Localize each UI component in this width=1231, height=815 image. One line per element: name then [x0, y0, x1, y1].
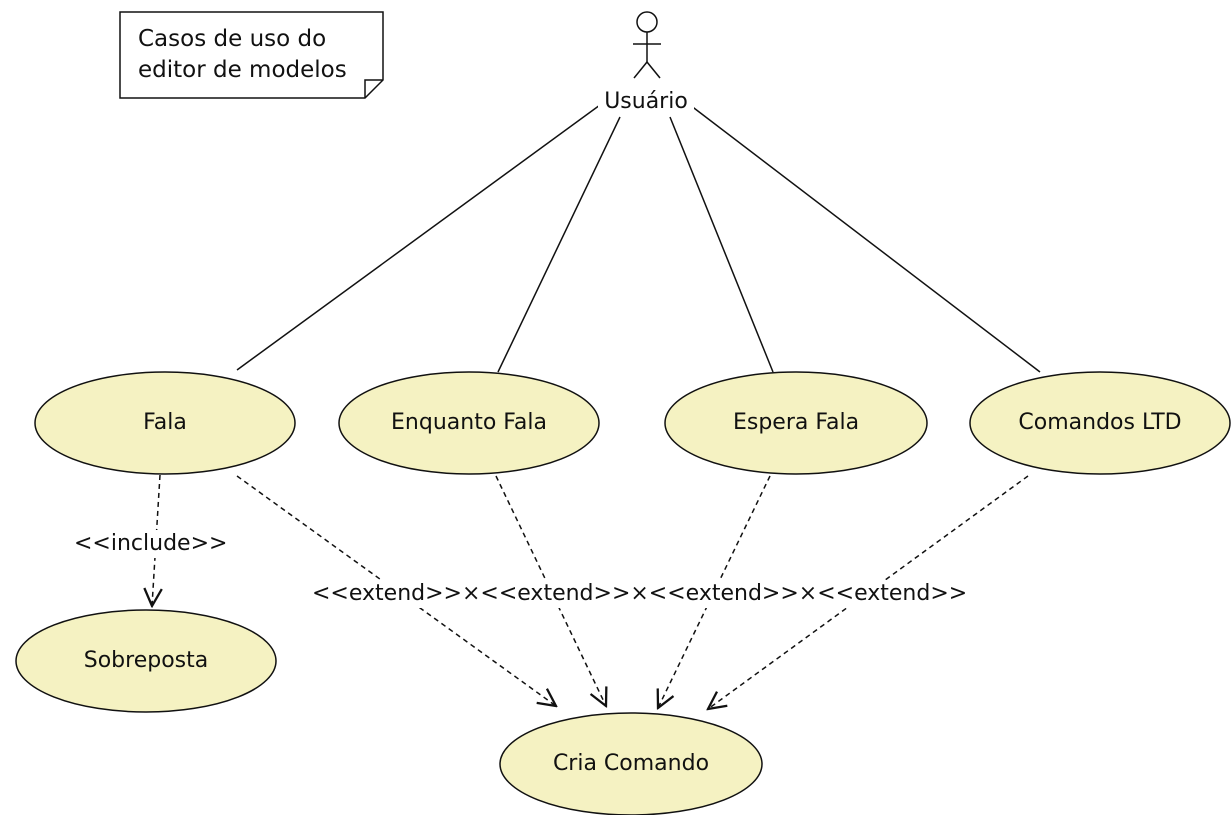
use-case-label-espera-fala: Espera Fala: [732, 410, 860, 435]
note-fold: [364, 79, 383, 98]
association-espera-fala: [669, 116, 774, 373]
diagram-note: Casos de uso do editor de modelos: [120, 12, 383, 98]
note-text: Casos de uso do editor de modelos: [138, 24, 347, 86]
use-case-label-comandos-ltd: Comandos LTD: [1018, 410, 1182, 435]
stick-figure-icon: [633, 11, 661, 79]
use-case-cria-comando: [499, 712, 763, 815]
use-case-label-fala: Fala: [143, 410, 187, 435]
use-case-sobreposta: [15, 609, 277, 713]
association-enquanto-fala: [497, 116, 621, 373]
use-case-comandos-ltd: [969, 371, 1231, 475]
association-comandos-ltd: [689, 104, 1041, 373]
use-case-espera-fala: [664, 371, 928, 475]
association-fala: [236, 104, 601, 371]
use-case-fala: [34, 371, 296, 475]
use-case-enquanto-fala: [338, 371, 600, 475]
extend-stereotype-labels: <<extend>>⨯<<extend>>⨯<<extend>>⨯<<exten…: [312, 580, 968, 608]
use-case-label-cria-comando: Cria Comando: [552, 751, 710, 776]
actor-label: Usuário: [598, 88, 694, 116]
extend-dependency-comandos-ltd: [708, 475, 1029, 709]
note-shape: [119, 11, 384, 99]
include-stereotype-label: <<include>>: [74, 530, 228, 558]
note-line-1: Casos de uso do: [138, 26, 327, 52]
extend-dependency-fala: [236, 475, 556, 706]
use-case-label-enquanto-fala: Enquanto Fala: [391, 410, 547, 435]
use-case-label-sobreposta: Sobreposta: [83, 648, 209, 673]
note-line-2: editor de modelos: [138, 57, 347, 83]
